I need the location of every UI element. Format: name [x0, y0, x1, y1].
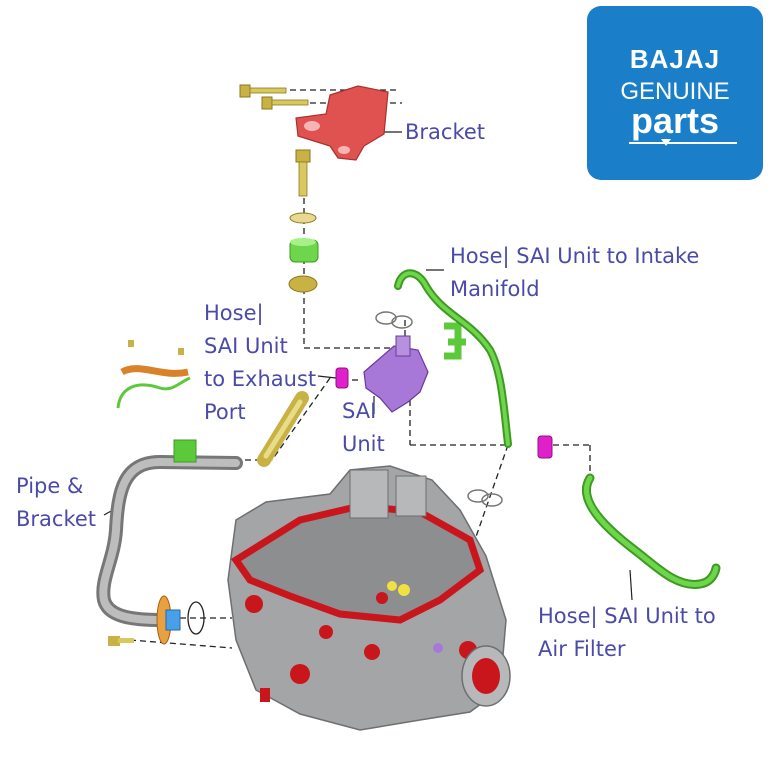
logo-underline	[629, 139, 737, 146]
hose-clamp-wire	[467, 489, 503, 507]
label-hose-exhaust-line2: SAI Unit	[204, 334, 288, 358]
bolt-icon	[239, 84, 309, 110]
hose-intake-manifold	[394, 269, 512, 448]
exhaust-hose-bracket	[116, 340, 191, 409]
sai-unit-part	[335, 311, 429, 413]
hose-clip-magenta	[537, 435, 553, 459]
label-hose-air-filter-line2: Air Filter	[538, 637, 626, 661]
bracket-part	[295, 85, 389, 161]
label-hose-exhaust-line3: to Exhaust	[204, 367, 317, 391]
label-hose-intake-line1: Hose| SAI Unit to Intake	[450, 244, 700, 268]
label-pipe-line1: Pipe &	[16, 474, 84, 498]
cylinder-head-part	[227, 465, 511, 731]
label-bracket: Bracket	[405, 120, 486, 144]
pipe-and-bracket-part	[96, 439, 243, 646]
label-sai-line1: SAI	[342, 399, 377, 423]
label-sai-line2: Unit	[342, 432, 385, 456]
label-hose-intake-line2: Manifold	[450, 277, 540, 301]
logo-brand-text: BAJAJ	[629, 44, 721, 74]
brand-logo: BAJAJ GENUINE parts	[587, 6, 763, 180]
label-hose-exhaust-line4: Port	[204, 400, 246, 424]
logo-genuine-text: GENUINE	[620, 78, 730, 105]
mounting-stack	[288, 149, 319, 293]
hose-exhaust-port	[257, 391, 309, 467]
label-hose-air-filter-line1: Hose| SAI Unit to	[538, 604, 716, 628]
label-hose-exhaust-line1: Hose|	[204, 301, 264, 325]
logo-parts-text: parts	[630, 100, 720, 141]
label-pipe-line2: Bracket	[16, 507, 97, 531]
hose-clip-green	[444, 322, 466, 360]
hose-air-filter	[582, 473, 721, 589]
